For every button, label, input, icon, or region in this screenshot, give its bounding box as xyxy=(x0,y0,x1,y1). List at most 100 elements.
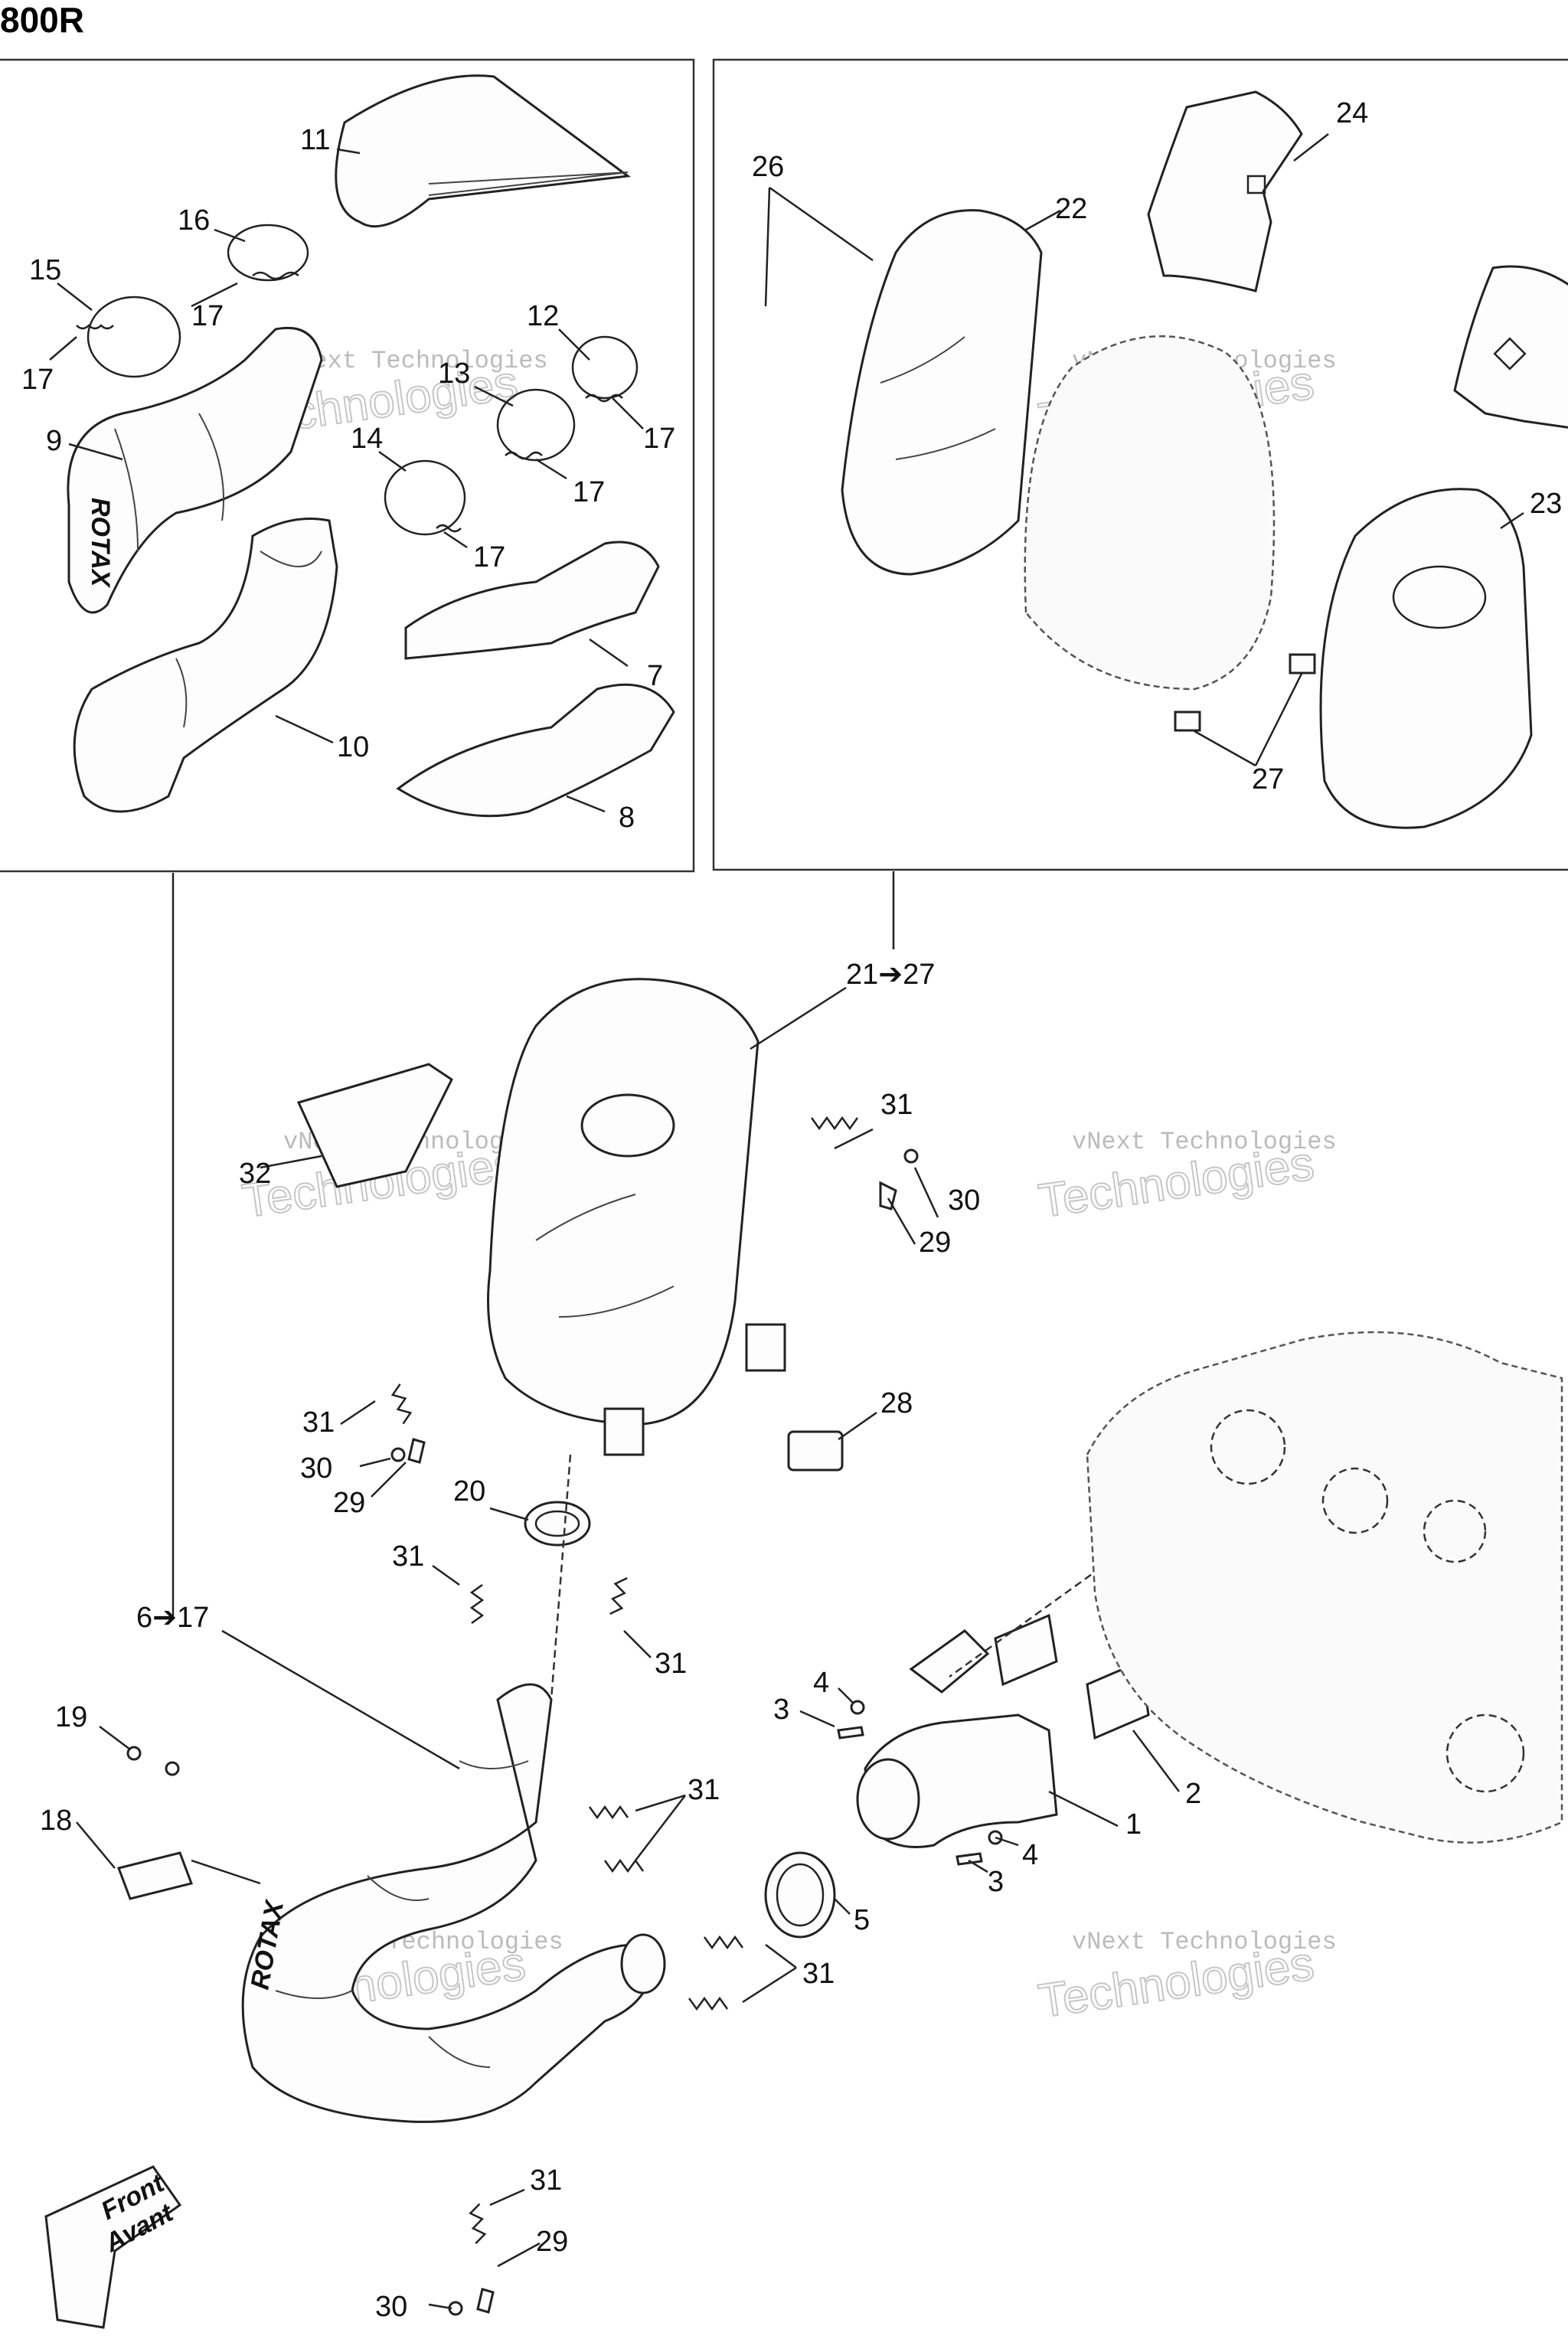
callout-4: 4 xyxy=(1022,1839,1038,1871)
callout-18: 18 xyxy=(40,1805,72,1837)
callout-24: 24 xyxy=(1336,97,1368,129)
bolt xyxy=(837,1726,864,1740)
screw xyxy=(126,1746,142,1761)
muffler xyxy=(487,978,760,1426)
clip xyxy=(1289,653,1316,675)
engine-port xyxy=(1321,1467,1389,1534)
seal-ring xyxy=(524,1501,591,1547)
nut xyxy=(903,1148,919,1164)
muffler-shield-ribs xyxy=(880,336,996,460)
callout-30: 30 xyxy=(948,1184,980,1217)
callout-20: 20 xyxy=(453,1475,485,1508)
svg-text:vNext Technologies: vNext Technologies xyxy=(1072,1128,1337,1156)
callout-12: 12 xyxy=(527,300,559,332)
muffler-inlet xyxy=(580,1093,675,1158)
bolt xyxy=(956,1852,983,1866)
spring-coil xyxy=(76,324,114,330)
clip-bracket xyxy=(879,1181,897,1210)
spring xyxy=(469,1583,485,1625)
front-arrow xyxy=(44,2165,182,2329)
nut xyxy=(850,1700,865,1715)
spring-ring xyxy=(227,224,309,282)
spring-ring xyxy=(571,335,639,400)
callout-31: 31 xyxy=(802,1958,835,1990)
callout-17: 17 xyxy=(21,364,54,396)
muffler-outline-dashed xyxy=(1024,335,1276,691)
muffler-bracket xyxy=(745,1323,786,1372)
callout-8: 8 xyxy=(619,802,635,834)
bracket-plate xyxy=(117,1851,193,1900)
callout-3: 3 xyxy=(773,1694,789,1726)
callout-9: 9 xyxy=(46,425,62,457)
heat-shield-plate xyxy=(1147,90,1303,292)
callout-30: 30 xyxy=(300,1452,332,1485)
spring xyxy=(469,2203,487,2245)
svg-text:vNext Technologies: vNext Technologies xyxy=(1072,1928,1337,1956)
callout-16: 16 xyxy=(178,204,210,237)
callout-4: 4 xyxy=(813,1667,829,1699)
callout-31: 31 xyxy=(880,1089,913,1121)
pipe-shield-ribs xyxy=(114,413,224,552)
callout-28: 28 xyxy=(880,1387,913,1419)
spring-coil xyxy=(505,451,543,460)
callout-32: 32 xyxy=(239,1158,271,1190)
spring-coil xyxy=(436,524,462,533)
callout-15: 15 xyxy=(29,254,61,286)
callout-27: 27 xyxy=(1252,763,1284,795)
spring xyxy=(588,1805,629,1820)
callout-31: 31 xyxy=(655,1648,687,1680)
assembly-axis xyxy=(550,1454,572,1700)
clip-bracket xyxy=(407,1438,426,1464)
spring-ring xyxy=(384,459,466,536)
engine-port xyxy=(1423,1499,1487,1563)
spring xyxy=(810,1116,859,1131)
muffler-ribs xyxy=(535,1194,675,1318)
callout-23: 23 xyxy=(1530,488,1562,520)
grommet-clip xyxy=(787,1430,844,1472)
muffler-bracket xyxy=(603,1407,645,1456)
callout-17: 17 xyxy=(473,541,505,573)
pipe-shield-middle xyxy=(404,541,660,660)
spring xyxy=(390,1383,413,1425)
pipe-shield-lower-ribs xyxy=(175,550,322,728)
plate-hole xyxy=(1246,175,1266,194)
screw xyxy=(165,1761,180,1776)
heat-shield-plate-rear xyxy=(1453,265,1568,429)
callout-17: 17 xyxy=(643,423,675,455)
callout-26: 26 xyxy=(752,151,784,183)
callout-6-17: 6➔17 xyxy=(136,1602,209,1634)
svg-text:vNext Technologies: vNext Technologies xyxy=(283,347,548,375)
spring xyxy=(703,1935,744,1950)
nut xyxy=(390,1447,406,1462)
tuned-pipe xyxy=(241,1683,652,2123)
inset-frame-right xyxy=(712,58,1568,871)
callout-2: 2 xyxy=(1185,1778,1201,1810)
exhaust-seal-inner xyxy=(776,1863,825,1927)
pipe-shield-bottom xyxy=(396,683,675,818)
callout-7: 7 xyxy=(647,660,663,692)
callout-29: 29 xyxy=(536,2226,568,2258)
callout-3: 3 xyxy=(988,1866,1004,1898)
engine-outline xyxy=(1086,1331,1563,1844)
heat-shield-seam xyxy=(428,172,629,196)
spring-coil xyxy=(252,271,299,280)
clip xyxy=(1174,710,1201,732)
heat-shield-blanket xyxy=(335,74,631,228)
callout-22: 22 xyxy=(1055,193,1087,225)
callout-14: 14 xyxy=(351,423,383,455)
callout-30: 30 xyxy=(375,2291,407,2323)
engine-port xyxy=(1210,1409,1286,1485)
manifold-flange xyxy=(909,1629,990,1694)
callout-29: 29 xyxy=(333,1487,365,1519)
exhaust-seal xyxy=(764,1851,836,1939)
callout-17: 17 xyxy=(191,300,224,332)
callout-5: 5 xyxy=(854,1904,870,1936)
muffler-shield-front xyxy=(841,209,1043,576)
engine-pulley xyxy=(1446,1713,1525,1793)
gasket xyxy=(994,1613,1058,1687)
pipe-shield-lower xyxy=(73,518,338,813)
callout-17: 17 xyxy=(573,476,605,508)
rotax-logo: ROTAX xyxy=(86,498,115,589)
callouts: 11 16 15 17 17 12 13 9 17 14 17 17 7 10 … xyxy=(21,97,1562,2323)
